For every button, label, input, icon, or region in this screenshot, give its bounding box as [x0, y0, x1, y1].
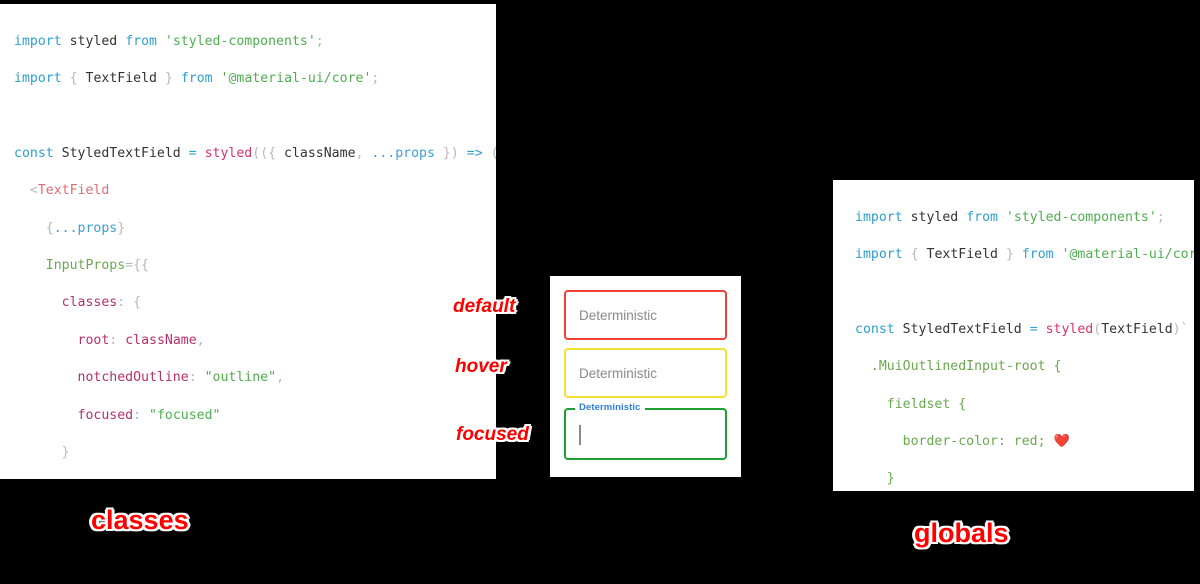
code-line: border-color: red; ❤️	[902, 434, 1070, 450]
code-line: const StyledTextField = styled(({ classN…	[14, 145, 496, 161]
textfield-focused-wrapper: Deterministic	[564, 402, 727, 460]
code-line: classes: {	[61, 295, 142, 311]
code-line: import styled from 'styled-components';	[855, 209, 1165, 225]
code-line: .MuiOutlinedInput-root {	[870, 359, 1062, 375]
left-code-panel: import styled from 'styled-components'; …	[0, 4, 496, 479]
code-line: {...props}	[45, 220, 126, 236]
textfield-hover-wrapper: Deterministic	[564, 348, 727, 398]
textfield-default-text: Deterministic	[579, 307, 658, 323]
red-heart-icon: ❤️	[1053, 434, 1070, 450]
annotation-hover: hover	[455, 356, 507, 377]
annotation-classes: classes	[91, 505, 189, 535]
annotation-focused: focused	[456, 424, 529, 445]
textfield-hover-text: Deterministic	[579, 365, 658, 381]
code-line: import { TextField } from '@material-ui/…	[14, 71, 380, 87]
textfield-focused[interactable]: Deterministic	[564, 402, 727, 460]
right-code-block: import styled from 'styled-components'; …	[855, 190, 1194, 491]
code-line: import styled from 'styled-components';	[14, 33, 324, 49]
code-line: }	[886, 471, 895, 487]
code-line: focused: "focused"	[77, 407, 221, 423]
code-line: InputProps={{	[45, 258, 149, 274]
textfield-focused-label: Deterministic	[575, 402, 645, 413]
textfield-default-wrapper: Deterministic	[564, 290, 727, 340]
annotation-default: default	[453, 296, 516, 317]
right-code-panel: import styled from 'styled-components'; …	[833, 180, 1194, 491]
code-line	[14, 107, 496, 126]
textfield-default[interactable]: Deterministic	[564, 290, 727, 340]
code-line: }	[61, 445, 70, 460]
annotation-globals: globals	[914, 518, 1009, 548]
code-line: <TextField	[29, 183, 110, 199]
textfield-hover[interactable]: Deterministic	[564, 348, 727, 398]
code-line: const StyledTextField = styled(TextField…	[855, 321, 1189, 337]
code-line: root: className,	[77, 332, 205, 348]
text-caret	[579, 425, 581, 445]
preview-panel: Deterministic Deterministic Deterministi…	[550, 276, 741, 477]
code-line: notchedOutline: "outline",	[77, 370, 285, 386]
code-line: fieldset {	[886, 396, 967, 412]
code-line	[855, 283, 1194, 302]
code-line: import { TextField } from '@material-ui/…	[855, 247, 1194, 263]
left-code-block: import styled from 'styled-components'; …	[14, 14, 496, 479]
